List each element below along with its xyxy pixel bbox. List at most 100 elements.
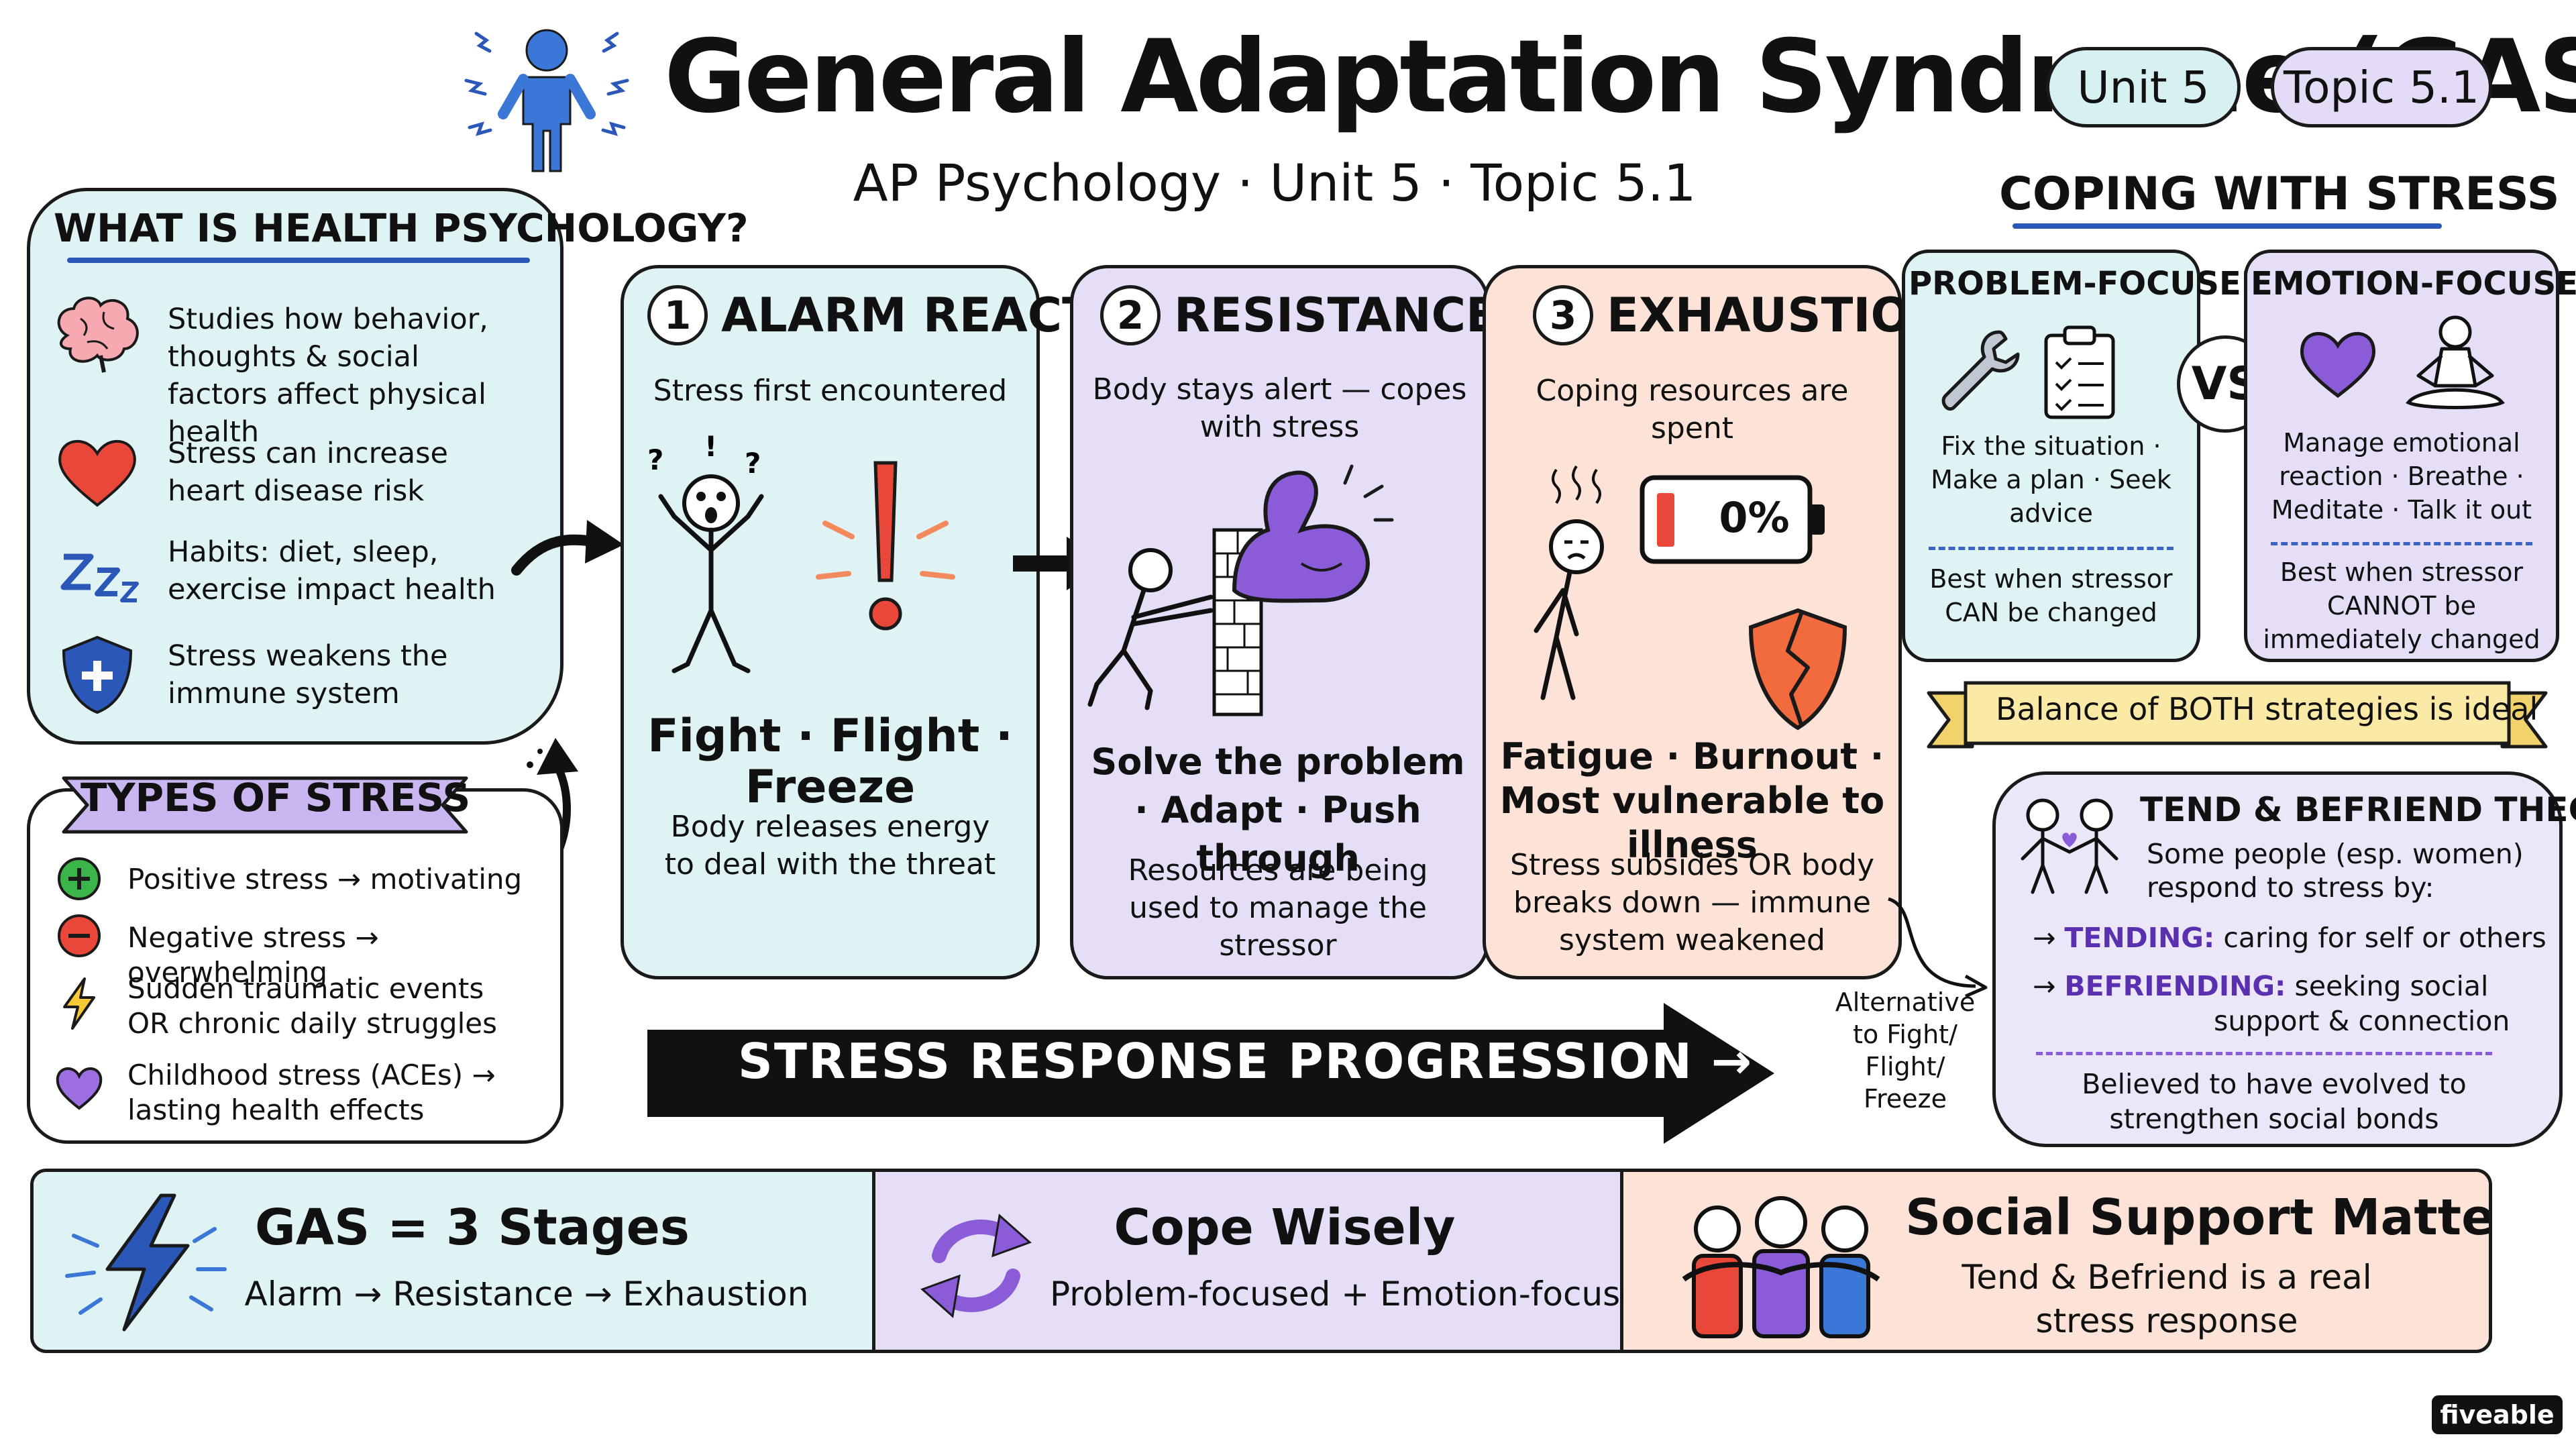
- summary-social-sub-1: Tend & Befriend is a real: [1962, 1258, 2372, 1297]
- progression-label: STRESS RESPONSE PROGRESSION →: [738, 1033, 1754, 1089]
- lightning-icon: [52, 976, 106, 1030]
- befriending-line-2: support & connection: [2214, 1005, 2510, 1037]
- summary-social-panel: Social Support Matters Tend & Befriend i…: [1623, 1172, 2489, 1350]
- stress-type-negative: Negative stress → overwhelming: [127, 921, 379, 989]
- types-of-stress-card: [27, 788, 564, 1144]
- exclamation-icon: [805, 456, 966, 644]
- topic-badge: Topic 5.1: [2271, 47, 2492, 127]
- befriending-key: BEFRIENDING:: [2064, 970, 2286, 1002]
- health-psychology-title: WHAT IS HEALTH PSYCHOLOGY?: [54, 205, 749, 251]
- tend-footer-line-1: Believed to have evolved to: [2082, 1068, 2467, 1100]
- tend-intro-line-1: Some people (esp. women): [2147, 838, 2524, 870]
- stress-type-positive: Positive stress → motivating: [127, 863, 523, 896]
- page-subtitle: AP Psychology · Unit 5 · Topic 5.1: [853, 153, 1697, 213]
- empty-battery-icon: [1637, 470, 1831, 570]
- stage-subtitle: Coping resources are spent: [1536, 374, 1849, 445]
- stage-responses: Fatigue · Burnout · Most vulnerable to i…: [1499, 735, 1885, 866]
- group-hug-icon: [1670, 1192, 1892, 1343]
- stage-number: 2: [1100, 285, 1161, 345]
- shield-icon: [47, 631, 148, 718]
- wrench-icon: [1932, 322, 2033, 423]
- stage-subtitle: Stress first encountered: [653, 374, 1008, 408]
- stress-type-childhood: Childhood stress (ACEs) → lasting health…: [127, 1059, 496, 1126]
- summary-social-title: Social Support Matters: [1905, 1189, 2492, 1246]
- progression-arrow: [644, 1000, 1778, 1147]
- health-item-habits: Habits: diet, sleep, exercise impact hea…: [168, 535, 496, 606]
- befriending-line: → BEFRIENDING: seeking social: [2033, 969, 2488, 1004]
- svg-text:?: ?: [745, 447, 761, 480]
- stage-number: 1: [647, 285, 708, 345]
- summary-cope-title: Cope Wisely: [1114, 1199, 1456, 1256]
- stage-subtitle: Body stays alert — copes with stress: [1092, 372, 1467, 444]
- stress-type-traumatic: Sudden traumatic events OR chronic daily…: [127, 972, 497, 1040]
- stage-number: 3: [1533, 285, 1593, 345]
- stage-title: RESISTANCE: [1174, 288, 1498, 343]
- heart-icon: [47, 428, 148, 515]
- stage-title: EXHAUSTION: [1607, 288, 1950, 343]
- alternative-label: Alternative to Fight/ Flight/ Freeze: [1835, 987, 1976, 1114]
- unit-badge: Unit 5: [2046, 47, 2241, 127]
- arrow-icon: →: [2033, 922, 2065, 954]
- stage-resistance-heading: 2 RESISTANCE: [1100, 285, 1498, 345]
- purple-heart-icon: [52, 1060, 106, 1114]
- problem-focused-best: Best when stressor CAN be changed: [1929, 564, 2173, 627]
- tending-key: TENDING:: [2064, 922, 2215, 954]
- svg-text:!: !: [704, 430, 717, 463]
- health-item-behavior: Studies how behavior, thoughts & social …: [168, 303, 488, 449]
- balance-text: Balance of BOTH strategies is ideal: [1996, 691, 2538, 727]
- lightning-bolt-icon: [60, 1189, 235, 1336]
- divider: [1929, 547, 2174, 550]
- befriending-text: seeking social: [2294, 970, 2489, 1002]
- types-of-stress-title: TYPES OF STRESS: [80, 775, 471, 820]
- minus-circle-icon: [52, 909, 106, 963]
- tired-figure-icon: [1509, 456, 1644, 711]
- scared-stick-figure-icon: ? ! ?: [634, 429, 788, 684]
- stage-alarm-card: [621, 265, 1040, 979]
- tend-intro-line-2: respond to stress by:: [2147, 871, 2434, 904]
- problem-focused-text: Fix the situation · Make a plan · Seek a…: [1931, 431, 2171, 528]
- tend-befriend-title: TEND & BEFRIEND THEORY: [2140, 790, 2576, 829]
- emotion-focused-best: Best when stressor CANNOT be immediately…: [2263, 557, 2540, 654]
- coping-title: COPING WITH STRESS: [1999, 168, 2560, 221]
- summary-gas-sub: Alarm → Resistance → Exhaustion: [244, 1275, 809, 1313]
- summary-cope-panel: Cope Wisely Problem-focused + Emotion-fo…: [875, 1172, 1662, 1350]
- balance-ribbon: [1925, 676, 2549, 757]
- plus-circle-icon: [52, 852, 106, 906]
- broken-shield-icon: [1737, 604, 1858, 738]
- stage-exhaustion-heading: 3 EXHAUSTION: [1533, 285, 1950, 345]
- curved-arrow-icon: [1878, 892, 1992, 1000]
- divider: [2036, 1052, 2492, 1055]
- brain-icon: [47, 288, 148, 376]
- title-underline: [67, 258, 530, 263]
- battery-percent: 0%: [1719, 493, 1790, 542]
- stage-responses: Fight · Flight · Freeze: [647, 710, 1013, 814]
- health-item-immune: Stress weakens the immune system: [168, 639, 448, 710]
- page-title: General Adaptation Syndrome (GAS): [664, 19, 2576, 136]
- tend-footer-line-2: strengthen social bonds: [2109, 1103, 2439, 1135]
- two-people-icon: [2012, 795, 2127, 896]
- types-banner: [60, 771, 470, 839]
- health-item-heart: Stress can increase heart disease risk: [168, 437, 448, 508]
- summary-bar: GAS = 3 Stages Alarm → Resistance → Exha…: [30, 1169, 2492, 1353]
- summary-gas-title: GAS = 3 Stages: [255, 1199, 690, 1256]
- fiveable-logo[interactable]: fiveable: [2432, 1395, 2563, 1434]
- arrow-to-alarm-icon: [510, 496, 631, 590]
- sleep-zzz-icon: [47, 530, 148, 617]
- stage-note: Resources are being used to manage the s…: [1128, 853, 1428, 963]
- stage-note: Stress subsides OR body breaks down — im…: [1509, 848, 1875, 957]
- title-underline: [2012, 223, 2442, 229]
- summary-social-sub-2: stress response: [2035, 1301, 2298, 1340]
- problem-focused-title: PROBLEM-FOCUSED: [1909, 265, 2268, 303]
- divider: [2271, 542, 2532, 545]
- problem-focused-card: [1902, 250, 2200, 662]
- checklist-icon: [2039, 322, 2120, 423]
- stage-note: Body releases energy to deal with the th…: [664, 810, 996, 881]
- emotion-focused-card: [2244, 250, 2559, 662]
- summary-gas-panel: GAS = 3 Stages Alarm → Resistance → Exha…: [34, 1172, 875, 1350]
- arrow-icon: →: [2033, 970, 2065, 1002]
- stage-responses: Solve the problem · Adapt · Push through: [1091, 741, 1465, 879]
- summary-cope-sub: Problem-focused + Emotion-focused: [1050, 1275, 1662, 1313]
- tending-text: caring for self or others: [2223, 922, 2546, 954]
- tending-line: → TENDING: caring for self or others: [2033, 920, 2546, 955]
- svg-text:?: ?: [647, 443, 663, 476]
